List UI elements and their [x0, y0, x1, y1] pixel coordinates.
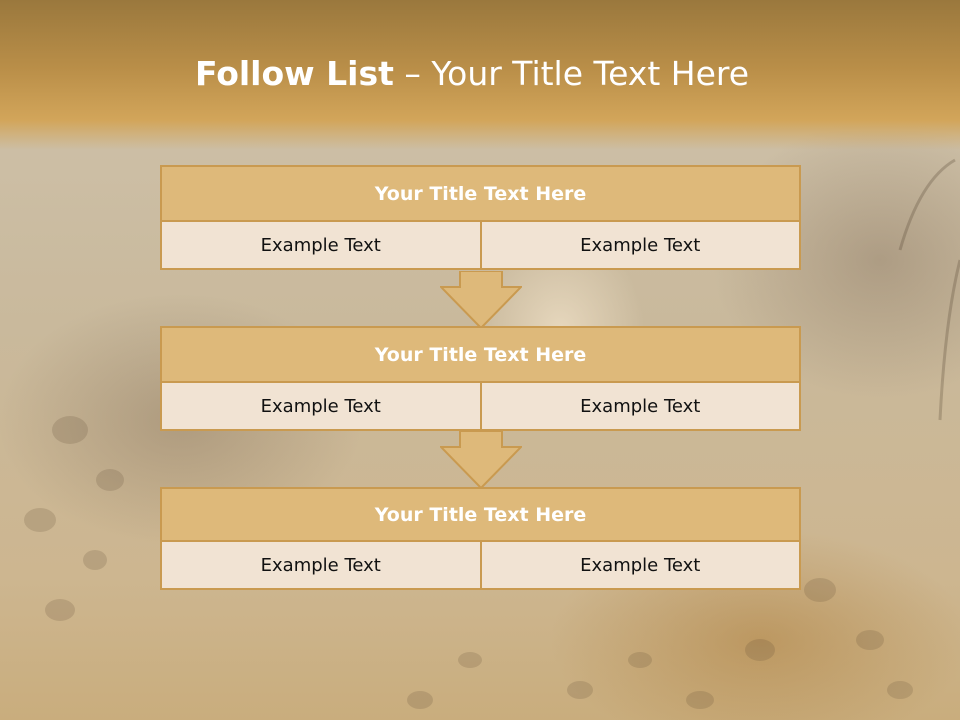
block-title: Your Title Text Here — [160, 165, 801, 222]
block-cell-left: Example Text — [160, 542, 482, 590]
block-row: Example Text Example Text — [160, 383, 801, 431]
block-cell-right: Example Text — [481, 542, 801, 590]
block-row: Example Text Example Text — [160, 222, 801, 270]
block-title: Your Title Text Here — [160, 487, 801, 542]
list-block-3: Your Title Text Here Example Text Exampl… — [160, 487, 801, 590]
block-row: Example Text Example Text — [160, 542, 801, 590]
list-block-2: Your Title Text Here Example Text Exampl… — [160, 326, 801, 431]
down-arrow-icon — [440, 431, 522, 489]
list-block-1: Your Title Text Here Example Text Exampl… — [160, 165, 801, 270]
slide-title: Follow List – Your Title Text Here — [0, 54, 944, 93]
block-cell-right: Example Text — [481, 383, 801, 431]
title-rest-text: – Your Title Text Here — [393, 54, 750, 93]
block-cell-left: Example Text — [160, 222, 482, 270]
title-bold-text: Follow List — [194, 54, 394, 93]
down-arrow-icon — [440, 271, 522, 329]
block-cell-left: Example Text — [160, 383, 482, 431]
header-band — [0, 0, 960, 150]
block-cell-right: Example Text — [481, 222, 801, 270]
block-title: Your Title Text Here — [160, 326, 801, 383]
